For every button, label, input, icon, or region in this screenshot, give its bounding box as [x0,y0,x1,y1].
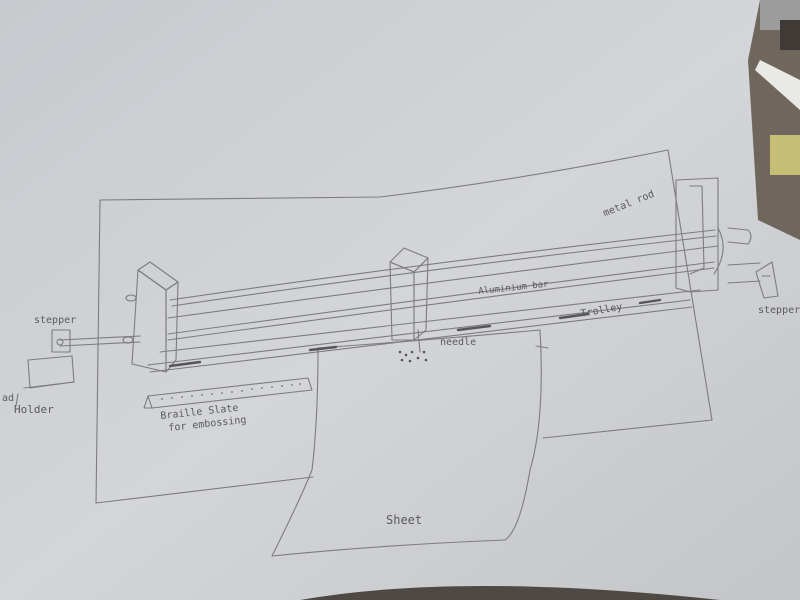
label-stepper-right: stepper [758,306,800,316]
label-stepper-left: stepper [34,316,76,326]
label-holder-prefix: ad [2,394,14,404]
background-objects [755,0,800,175]
label-holder: Holder [14,404,54,415]
label-needle: needle [440,338,476,348]
label-sheet: Sheet [386,514,422,526]
